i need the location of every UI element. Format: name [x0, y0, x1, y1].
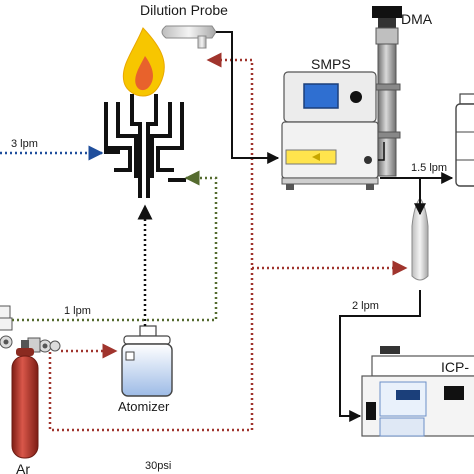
dma-column — [372, 6, 402, 177]
smps-instrument — [281, 71, 379, 190]
icp-instrument — [361, 346, 474, 437]
atomizer-label: Atomizer — [118, 399, 170, 414]
icp-label: ICP- — [441, 359, 469, 375]
flame-icon — [122, 27, 165, 97]
atomizer-bottle-icon — [121, 325, 173, 397]
flow-controller-left — [0, 305, 13, 331]
flow-1lpm-label: 1 lpm — [64, 305, 91, 317]
pressure-label: 30psi — [145, 460, 171, 472]
burner-assembly — [104, 94, 186, 198]
argon-cylinder-icon — [11, 340, 39, 459]
flow-line-probe-smps — [216, 31, 280, 164]
smps-cartridge — [285, 149, 337, 165]
flow-1-5lpm-label: 1.5 lpm — [411, 162, 447, 174]
condensation-counter — [455, 93, 474, 187]
dilution-probe-label: Dilution Probe — [140, 2, 228, 18]
dilution-probe-icon — [161, 25, 217, 49]
dma-label: DMA — [401, 11, 433, 27]
smps-screen — [303, 83, 339, 109]
flow-3lpm-label: 3 lpm — [11, 138, 38, 150]
smps-knob — [350, 91, 362, 103]
flow-line-30psi — [48, 52, 254, 432]
smps-label: SMPS — [311, 56, 351, 72]
flow-line-2lpm — [339, 290, 421, 422]
flow-2lpm-label: 2 lpm — [352, 300, 379, 312]
flow-line-1lpm — [12, 170, 218, 322]
argon-label: Ar — [16, 461, 30, 474]
flow-line-1-5lpm — [380, 177, 426, 216]
